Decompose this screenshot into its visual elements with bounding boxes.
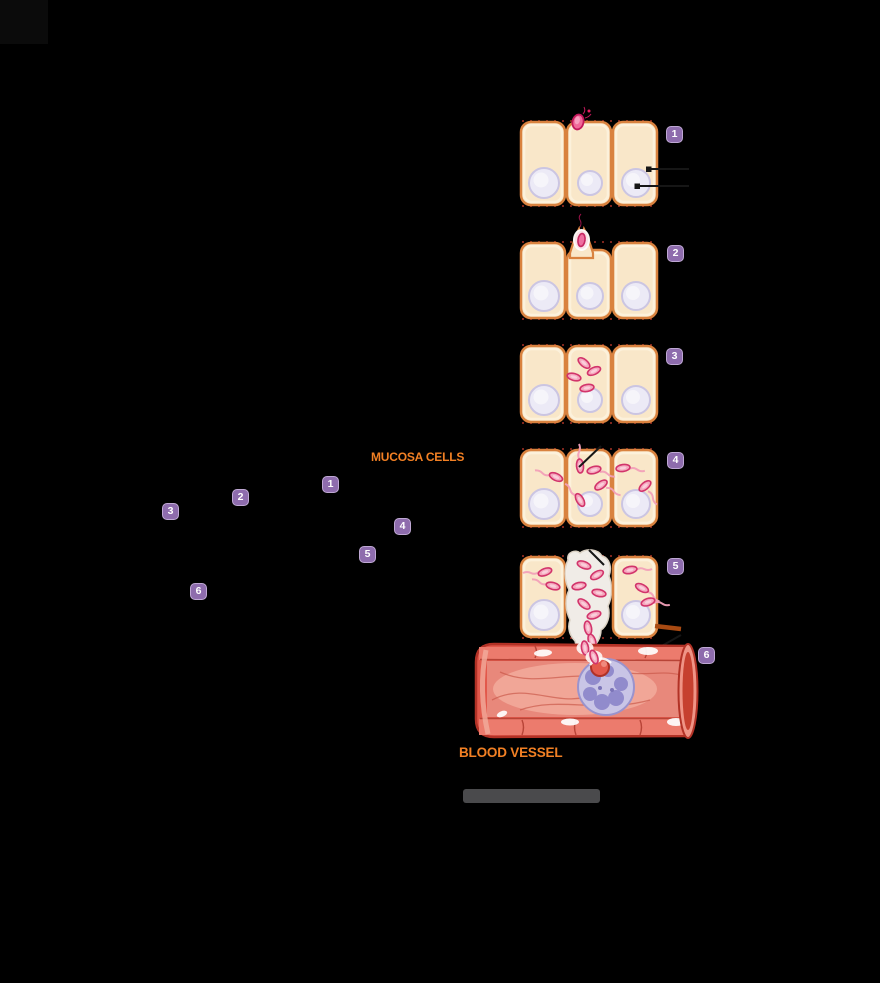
epithelial-cell (519, 120, 567, 207)
nucleus-icon (621, 489, 651, 519)
epithelial-cell (519, 241, 567, 320)
step-badge-left-6: 6 (190, 583, 207, 600)
nucleus-icon (528, 488, 560, 520)
epithelial-cell (519, 448, 567, 528)
actin-tail-icon (646, 590, 660, 603)
bacterium-icon (594, 479, 621, 497)
actin-tail-icon (647, 490, 658, 506)
nucleus-icon (528, 384, 560, 416)
step-badge-right-2: 2 (667, 245, 684, 262)
bacterium-icon (534, 469, 564, 483)
corner-artifact (0, 0, 48, 44)
nucleus-icon (577, 387, 603, 413)
bacterium-icon (622, 565, 653, 575)
bacterium-icon (638, 479, 658, 506)
step-badge-left-1: 1 (322, 476, 339, 493)
nucleus-icon (621, 385, 651, 415)
step-badge-right-1: 1 (666, 126, 683, 143)
actin-tail-icon (534, 469, 551, 477)
epithelial-cell (565, 120, 613, 207)
orange-leader-line (654, 623, 682, 632)
nucleus-icon (528, 167, 560, 199)
vessel-open-end (677, 643, 699, 739)
bacterium-icon (576, 560, 592, 570)
actin-tail-icon (635, 567, 653, 571)
endothelial-nuclei (496, 647, 685, 726)
vessel-left-wall (479, 649, 491, 735)
bacterium-icon (589, 649, 599, 665)
blood-vessel-label: BLOOD VESSEL (459, 745, 563, 760)
epithelial-cell (611, 344, 659, 424)
bacterium-icon (586, 365, 602, 377)
epithelial-cell (611, 448, 659, 528)
bacterium-icon (586, 610, 602, 620)
bacterium-icon (577, 356, 591, 370)
actin-tail-icon (628, 467, 646, 473)
step-badge-left-5: 5 (359, 546, 376, 563)
bacterium-icon (531, 578, 561, 591)
epithelial-cell (519, 555, 567, 639)
nucleus-icon (621, 281, 651, 311)
bacterium-icon (571, 581, 587, 591)
actin-tail-icon (522, 571, 540, 575)
step-badge-left-3: 3 (162, 503, 179, 520)
escaping-bacterium (576, 640, 594, 656)
actin-tail-icon (606, 486, 621, 497)
blood-vessel-illustration (474, 642, 699, 739)
bacterium-icon (580, 640, 590, 656)
bacterium-icon (566, 372, 582, 382)
bacterium-icon (577, 598, 591, 610)
bacterium-icon (634, 582, 660, 603)
nucleus-icon (576, 282, 604, 310)
nucleus-icon (528, 599, 560, 631)
bacterium-icon (586, 465, 616, 478)
nucleus-icon (577, 170, 603, 196)
epithelial-cell (565, 448, 613, 528)
actin-tail-icon (577, 443, 581, 461)
step-badge-right-3: 3 (666, 348, 683, 365)
actin-tail-icon (564, 482, 577, 497)
step-badge-left-2: 2 (232, 489, 249, 506)
bacterium-icon (615, 463, 646, 473)
bacterium-icon (640, 597, 671, 607)
bacterium-icon (522, 567, 553, 577)
epithelial-cell (565, 248, 613, 320)
nucleus-icon (621, 600, 651, 630)
endocytosis-ruffle (568, 213, 595, 260)
step-badge-right-5: 5 (667, 558, 684, 575)
epithelial-cell (611, 555, 659, 639)
bacterium-icon (591, 588, 607, 598)
epithelial-cell (611, 120, 659, 207)
actin-tail-icon (653, 601, 671, 607)
bacterium-icon (564, 482, 586, 508)
bacterium-icon (579, 383, 595, 393)
step-badge-right-6: 6 (698, 647, 715, 664)
epithelial-cell (611, 241, 659, 320)
actin-tail-icon (599, 470, 616, 478)
nucleus-icon (621, 168, 651, 198)
step-badge-right-4: 4 (667, 452, 684, 469)
mucosa-cells-label: MUCOSA CELLS (371, 450, 465, 464)
divider-bar (463, 789, 600, 803)
actin-tail-icon (531, 578, 548, 586)
epithelial-cell (519, 344, 567, 424)
bacterium-icon (589, 569, 605, 581)
nucleus-icon (528, 280, 560, 312)
white-blood-cell-icon (577, 657, 635, 716)
step-badge-left-4: 4 (394, 518, 411, 535)
bacterium-icon (571, 106, 592, 131)
escaping-bacterium (585, 649, 603, 665)
